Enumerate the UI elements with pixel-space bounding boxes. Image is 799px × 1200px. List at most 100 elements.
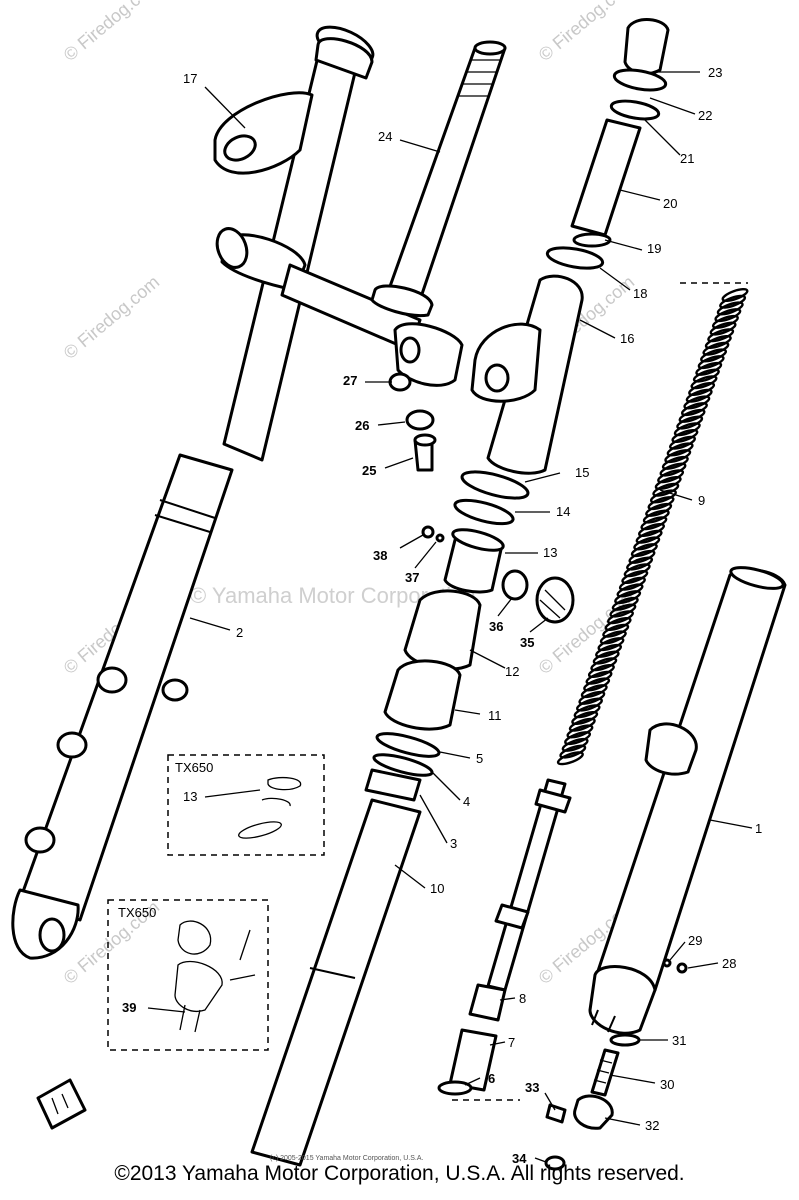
spring-coil: [618, 576, 646, 591]
callout-33: 33: [525, 1080, 539, 1095]
callout-4: 4: [463, 794, 470, 809]
spring-coil: [695, 361, 723, 376]
spring-coil: [638, 522, 665, 538]
callout-15: 15: [575, 465, 589, 480]
spring-coil: [640, 516, 668, 531]
callout-36: 36: [489, 619, 503, 634]
watermark-firedog: © Firedog.com: [60, 0, 163, 65]
callout-9: 9: [698, 493, 705, 508]
spring-coil: [716, 301, 744, 316]
spring-coil: [602, 623, 630, 638]
spring-coil: [633, 536, 661, 551]
callout-38: 38: [373, 548, 387, 563]
callout-2: 2: [236, 625, 243, 640]
spring-coil: [575, 697, 603, 712]
callout-17: 17: [183, 71, 197, 86]
callout-19: 19: [647, 241, 661, 256]
spring-coil: [626, 556, 654, 571]
callout-27: 27: [343, 373, 357, 388]
spring-coil: [661, 455, 689, 470]
callout-28: 28: [722, 956, 736, 971]
spring-coil: [642, 509, 670, 524]
callout-34: 34: [512, 1151, 527, 1166]
callout-14: 14: [556, 504, 570, 519]
spring-coil: [683, 395, 711, 410]
spring-coil: [657, 469, 685, 484]
watermark-firedog: © Firedog.com: [60, 272, 163, 363]
right-top-parts: [545, 18, 670, 270]
spring-coil: [676, 415, 704, 430]
spring-coil: [606, 610, 634, 625]
spring-coil: [702, 341, 730, 356]
callout-18: 18: [633, 286, 647, 301]
spring-coil: [692, 368, 720, 383]
spring-coil: [599, 630, 627, 645]
callout-1: 1: [755, 821, 762, 836]
spring-coil: [556, 751, 584, 766]
spring-coil: [564, 731, 592, 746]
group-outline: [452, 282, 748, 1101]
watermark-firedog: © Firedog.com: [535, 0, 638, 65]
callout-25: 25: [362, 463, 376, 478]
inner-tube: [250, 798, 422, 1167]
front-arrow-icon: [36, 1078, 87, 1130]
spring-coil: [592, 650, 620, 665]
box-title: TX650: [175, 760, 213, 775]
callout-8: 8: [519, 991, 526, 1006]
spring-coil: [721, 287, 749, 303]
box-title: TX650: [118, 905, 156, 920]
spring-coil: [604, 616, 632, 632]
spring-coil: [580, 684, 608, 699]
reflector-parts: [421, 525, 575, 624]
copyright-footer: ©2013 Yamaha Motor Corporation, U.S.A. A…: [114, 1162, 685, 1185]
spring-coil: [573, 704, 601, 719]
callout-30: 30: [660, 1077, 674, 1092]
spring-coil: [649, 489, 677, 504]
spring-coil: [654, 475, 682, 491]
spring-coil: [669, 435, 697, 450]
spring-coil: [685, 388, 713, 403]
callout-37: 37: [405, 570, 419, 585]
callout-7: 7: [508, 1035, 515, 1050]
damper-rod: [437, 778, 572, 1096]
spring-coil: [595, 643, 623, 658]
spring-coil: [621, 569, 649, 585]
spring-coil: [559, 744, 587, 759]
callout-31: 31: [672, 1033, 686, 1048]
spring-coil: [571, 710, 599, 726]
spring-coil: [583, 677, 611, 692]
spring-coil: [666, 442, 694, 457]
tx650-box-lower: TX650: [107, 899, 269, 1051]
spring-coil: [680, 402, 708, 417]
callout-16: 16: [620, 331, 634, 346]
callout-32: 32: [645, 1118, 659, 1133]
spring-coil: [707, 328, 735, 343]
spring-coil: [568, 717, 596, 732]
callout-5: 5: [476, 751, 483, 766]
small-copyright: (c) 2005-2015 Yamaha Motor Corporation, …: [270, 1155, 423, 1162]
axle-parts: [544, 1033, 641, 1171]
callout-3: 3: [450, 836, 457, 851]
fork-spring: [556, 287, 749, 766]
callout-29: 29: [688, 933, 702, 948]
spring-coil: [678, 408, 706, 423]
callout-35: 35: [520, 635, 534, 650]
spring-coil: [697, 355, 725, 370]
spring-coil: [700, 348, 728, 363]
spring-coil: [635, 529, 663, 544]
callout-39: 39: [122, 1000, 136, 1015]
spring-coil: [673, 422, 701, 437]
right-outer-tube: [588, 566, 787, 1035]
spring-coil: [664, 449, 692, 464]
leader-lines: [189, 71, 753, 1163]
seal-stack: [364, 470, 530, 802]
callout-labels: 17 24 23 22 21 20 19 18 16 27 26 25 15 1…: [122, 65, 762, 1166]
watermark-layer: © Firedog.com © Firedog.com © Firedog.co…: [60, 0, 638, 988]
spring-coil: [688, 381, 716, 397]
spring-coil: [719, 294, 747, 309]
spring-coil: [587, 663, 615, 679]
spring-coil: [566, 724, 594, 739]
spring-coil: [614, 590, 642, 605]
callout-11: 11: [488, 708, 502, 723]
